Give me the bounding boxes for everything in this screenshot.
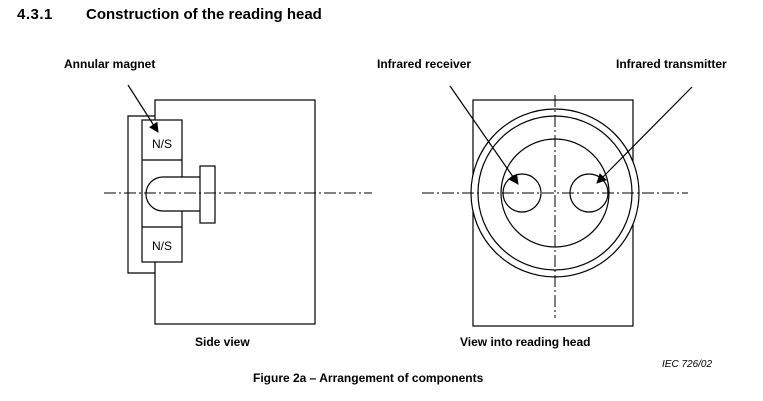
infrared-receiver-label: Infrared receiver: [377, 57, 472, 71]
magnet-pointer-arrow: [127, 84, 159, 133]
front-view: [422, 85, 693, 327]
section-number: 4.3.1: [17, 6, 53, 23]
side-view: [104, 84, 372, 325]
receiver-pointer-arrow: [449, 85, 519, 185]
figure-caption: Figure 2a – Arrangement of components: [253, 371, 484, 385]
pole-label-bottom: N/S: [152, 239, 172, 253]
side-view-caption: Side view: [195, 335, 250, 349]
annular-magnet-label: Annular magnet: [64, 57, 156, 71]
sensor-probe: [145, 176, 200, 212]
figure-reference: IEC 726/02: [662, 359, 713, 370]
magnet-housing-outline: [127, 115, 155, 274]
pole-label-top: N/S: [152, 137, 172, 151]
probe-flange: [199, 165, 216, 224]
transmitter-pointer-arrow: [596, 86, 693, 184]
view-into-head-caption: View into reading head: [460, 335, 591, 349]
infrared-transmitter-label: Infrared transmitter: [616, 57, 727, 71]
section-title: Construction of the reading head: [86, 6, 322, 23]
